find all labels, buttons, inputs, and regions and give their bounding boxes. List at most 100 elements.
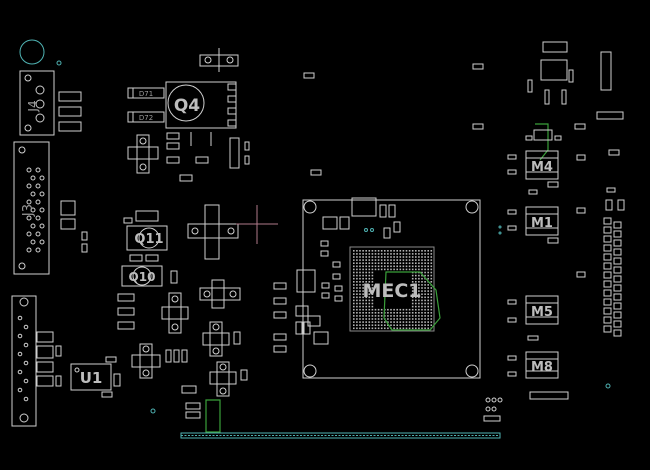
- bga-ball: [371, 318, 374, 320]
- smd-part: [603, 298, 612, 306]
- bga-ball: [365, 318, 367, 320]
- bga-ball: [356, 250, 358, 252]
- bga-ball: [374, 308, 377, 311]
- bga-ball: [374, 253, 377, 255]
- bga-ball: [399, 324, 402, 326]
- bga-ball: [427, 259, 429, 261]
- bga-ball: [408, 308, 411, 311]
- bga-ball: [430, 296, 433, 299]
- bga-ball: [424, 256, 426, 258]
- bga-ball: [365, 281, 367, 283]
- bga-ball: [418, 290, 420, 292]
- cyan-vias: [364, 225, 611, 389]
- bga-ball: [365, 268, 367, 271]
- diode-d71[interactable]: [127, 87, 165, 99]
- connector-pin: [23, 360, 29, 366]
- connector-pin: [35, 231, 41, 237]
- bga-ball: [356, 262, 358, 264]
- bga-ball: [415, 302, 417, 305]
- bga-ball: [359, 287, 361, 289]
- chip-mec1[interactable]: [295, 197, 481, 379]
- bga-ball: [396, 321, 398, 323]
- bga-ball: [359, 268, 361, 271]
- bga-ball: [424, 274, 426, 277]
- bga-ball: [393, 318, 395, 320]
- bga-ball: [371, 293, 374, 295]
- bga-ball: [377, 253, 380, 255]
- chip-m4[interactable]: [525, 150, 559, 180]
- bga-ball: [371, 299, 374, 302]
- diode-d72[interactable]: [127, 111, 165, 123]
- bga-ball: [408, 312, 411, 314]
- small-components-mid-left: [166, 132, 250, 182]
- chip-m8[interactable]: [525, 351, 559, 379]
- transistor-q10[interactable]: [121, 265, 178, 287]
- bga-ball: [408, 256, 411, 258]
- bga-ball: [377, 256, 380, 258]
- chip-m1[interactable]: [525, 206, 559, 236]
- bga-ball: [418, 324, 420, 326]
- bga-ball: [353, 318, 355, 320]
- bga-ball: [387, 253, 389, 255]
- component-u1[interactable]: [70, 363, 121, 398]
- smd-part: [320, 240, 329, 247]
- bga-ball: [359, 324, 361, 326]
- bga-ball: [362, 315, 364, 317]
- connector-pin: [26, 231, 32, 237]
- bga-ball: [424, 250, 426, 252]
- bga-ball: [396, 315, 398, 317]
- bga-ball: [411, 324, 414, 326]
- bga-ball: [384, 324, 386, 326]
- chip-m5[interactable]: [525, 295, 559, 325]
- bga-ball: [427, 312, 429, 314]
- connector-pin: [30, 223, 36, 229]
- bga-ball: [427, 327, 429, 330]
- bga-ball: [418, 262, 420, 264]
- bga-ball: [411, 296, 414, 299]
- connector-pin: [35, 199, 41, 205]
- connector-j3[interactable]: [13, 141, 50, 275]
- bga-ball: [359, 256, 361, 258]
- bga-ball: [411, 308, 414, 311]
- bga-ball: [368, 290, 371, 292]
- connector-bottom-left[interactable]: [11, 295, 37, 427]
- bga-ball: [430, 302, 433, 305]
- bga-ball: [371, 256, 374, 258]
- label-m8: M8: [531, 360, 553, 375]
- bga-ball: [424, 271, 426, 274]
- bga-ball: [430, 281, 433, 283]
- bga-ball: [415, 318, 417, 320]
- bga-ball: [421, 274, 423, 277]
- connector-pin: [26, 247, 32, 253]
- bga-ball: [430, 290, 433, 292]
- connector-j4[interactable]: [19, 70, 55, 136]
- bga-ball: [353, 250, 355, 252]
- bga-ball: [390, 268, 392, 271]
- bga-ball: [353, 281, 355, 283]
- bga-ball: [368, 302, 371, 305]
- smd-part: [603, 271, 612, 279]
- bga-ball: [418, 259, 420, 261]
- bga-ball: [415, 250, 417, 252]
- transistor-q4[interactable]: [165, 81, 237, 129]
- bga-ball: [396, 259, 398, 261]
- bga-ball: [368, 308, 371, 311]
- bga-ball: [424, 324, 426, 326]
- transistor-q11[interactable]: [126, 225, 168, 251]
- bga-ball: [393, 308, 395, 311]
- bga-ball: [411, 253, 414, 255]
- edge-connector[interactable]: [180, 432, 501, 439]
- bga-ball: [430, 268, 433, 271]
- bga-ball: [384, 268, 386, 271]
- connector-pin: [35, 167, 41, 173]
- bga-ball: [424, 265, 426, 268]
- smd-part: [603, 226, 612, 234]
- bga-ball: [374, 268, 377, 271]
- bga-ball: [408, 315, 411, 317]
- bga-ball: [359, 315, 361, 317]
- bga-ball: [415, 284, 417, 286]
- bga-ball: [362, 274, 364, 277]
- bga-ball: [371, 312, 374, 314]
- bga-ball: [374, 318, 377, 320]
